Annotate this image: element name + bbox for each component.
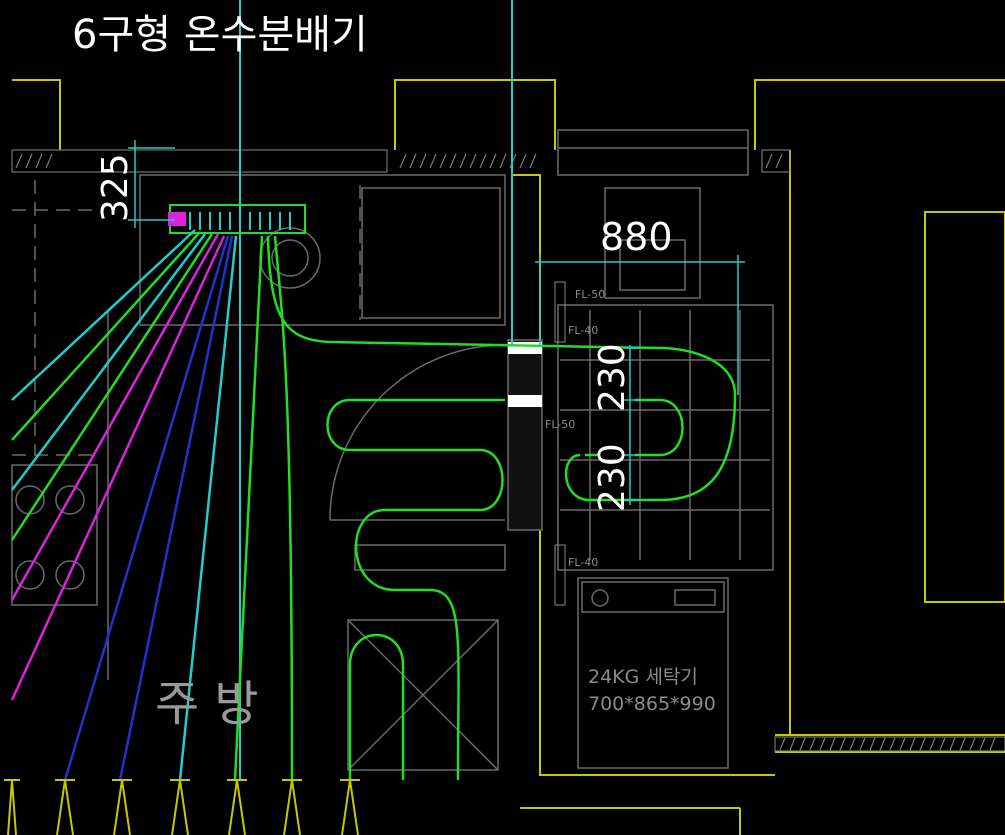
marker-post-2 xyxy=(554,544,566,606)
wall-top-left xyxy=(12,79,61,150)
hatch-pattern-left xyxy=(15,153,537,169)
table-x-2 xyxy=(347,619,499,771)
terminal-6 xyxy=(282,779,302,835)
dim-label-230-b: 230 xyxy=(592,443,633,512)
manifold-valve xyxy=(168,212,186,226)
upper-cabinet xyxy=(557,129,749,176)
pipe-green-kitchen xyxy=(326,398,505,781)
washer-display xyxy=(674,589,716,606)
heating-pipes xyxy=(10,229,737,781)
wall-right-room xyxy=(924,211,1005,603)
floor-level-1: FL-50 xyxy=(575,288,605,301)
stove-burner-2 xyxy=(55,485,85,515)
stove-burner-1 xyxy=(15,485,45,515)
room-label: 주 방 xyxy=(155,676,259,732)
counter-lower xyxy=(354,544,506,571)
hatch-strip-left xyxy=(11,149,388,173)
pipe-green-4 xyxy=(273,235,294,781)
terminal-2 xyxy=(55,779,75,835)
floor-level-3: FL-50 xyxy=(545,418,575,431)
marker-post-1 xyxy=(554,281,566,343)
hatch-pattern-right xyxy=(765,153,783,169)
manifold xyxy=(168,204,306,234)
pipe-cyan-1 xyxy=(11,229,196,401)
washer-label: 24KG 세탁기 xyxy=(588,666,698,688)
drawing-title: 6구형 온수분배기 xyxy=(72,12,368,58)
pipe-blue-1 xyxy=(63,235,230,781)
washer-knob xyxy=(591,589,609,607)
manifold-ports xyxy=(189,212,291,230)
sink-drain xyxy=(271,239,309,277)
bath-floor xyxy=(557,304,774,571)
washer-body xyxy=(577,577,729,769)
hatching xyxy=(11,149,1005,752)
pipe-magenta-1 xyxy=(10,233,220,601)
stove-burner-4 xyxy=(55,560,85,590)
pipe-green-bath xyxy=(266,235,737,502)
stove-area xyxy=(11,464,98,606)
marker-white-2 xyxy=(508,395,542,407)
hatch-strip-bottom xyxy=(774,736,1005,752)
basin xyxy=(604,187,701,299)
pipe-cyan-2 xyxy=(11,233,206,491)
pipe-magenta-2 xyxy=(10,235,226,701)
dimension-lines xyxy=(128,140,745,505)
pipe-terminals xyxy=(4,779,360,835)
hatch-strip-right xyxy=(761,149,791,173)
dim-label-880: 880 xyxy=(600,215,673,259)
dim-label-325: 325 xyxy=(95,153,136,222)
kitchen-counter xyxy=(139,174,506,326)
pipe-green-2 xyxy=(10,233,214,541)
wall-top-mid xyxy=(394,79,556,150)
cabinet-right xyxy=(361,187,501,319)
terminal-7 xyxy=(340,779,360,835)
terminal-4 xyxy=(170,779,190,835)
guide-lines xyxy=(239,0,513,780)
wall-cut-block xyxy=(507,339,543,531)
floor-level-2: FL-40 xyxy=(568,324,598,337)
pipe-green-3 xyxy=(233,235,264,781)
washer-size: 700*865*990 xyxy=(588,693,716,715)
floor-level-4: FL-40 xyxy=(568,556,598,569)
door-swing xyxy=(329,344,506,521)
marker-white-1 xyxy=(508,342,542,354)
stove-burner-3 xyxy=(15,560,45,590)
washer-panel xyxy=(581,581,725,613)
dim-label-230-a: 230 xyxy=(592,343,633,412)
terminal-1 xyxy=(4,779,20,835)
pipe-green-1 xyxy=(11,231,201,441)
wall-top-right xyxy=(754,79,1005,150)
dashed-lines xyxy=(12,180,361,456)
table-x-box xyxy=(347,619,499,771)
terminal-3 xyxy=(112,779,132,835)
pipe-blue-2 xyxy=(118,235,234,781)
hatch-pattern-bottom xyxy=(779,737,996,751)
terminal-5 xyxy=(227,779,247,835)
basin-inner xyxy=(619,239,686,291)
pipe-cyan-3 xyxy=(178,235,238,781)
